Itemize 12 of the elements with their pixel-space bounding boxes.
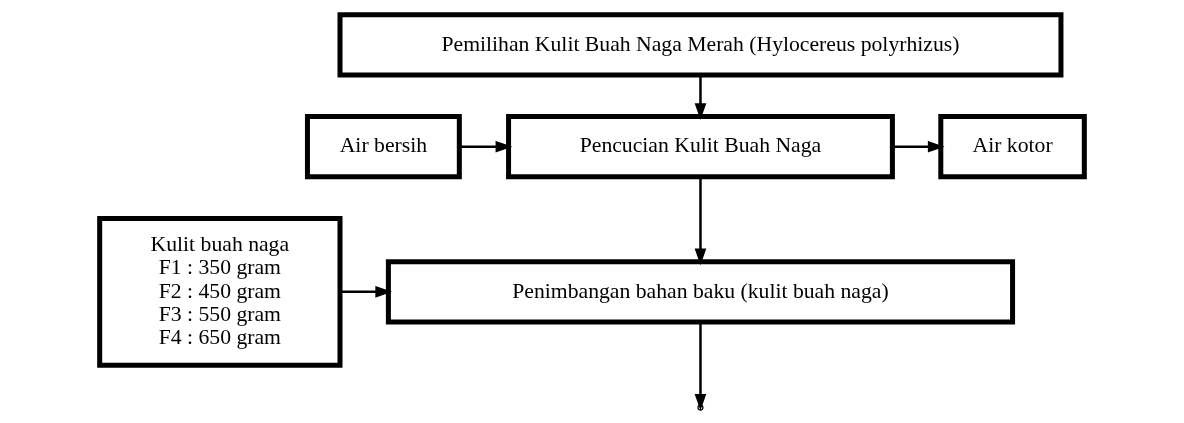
arrow bbox=[459, 140, 513, 153]
arrow bbox=[694, 322, 707, 411]
arrow bbox=[694, 75, 707, 120]
node-box: Air kotor bbox=[938, 114, 1087, 180]
node-box: Pencucian Kulit Buah Naga bbox=[506, 114, 895, 180]
node-box: Kulit buah naga F1 : 350 gram F2 : 450 gram F3 : 550 gram F4 : 650 gram bbox=[97, 215, 343, 368]
node-box: Pemilihan Kulit Buah Naga Merah (Hylocereus polyrhizus) bbox=[337, 12, 1064, 78]
arrow bbox=[892, 140, 945, 153]
arrow bbox=[340, 286, 393, 298]
node-box: Air bersih bbox=[304, 114, 462, 180]
node-box: Penimbangan bahan baku (kulit buah naga) bbox=[385, 259, 1016, 325]
arrow bbox=[694, 177, 707, 266]
